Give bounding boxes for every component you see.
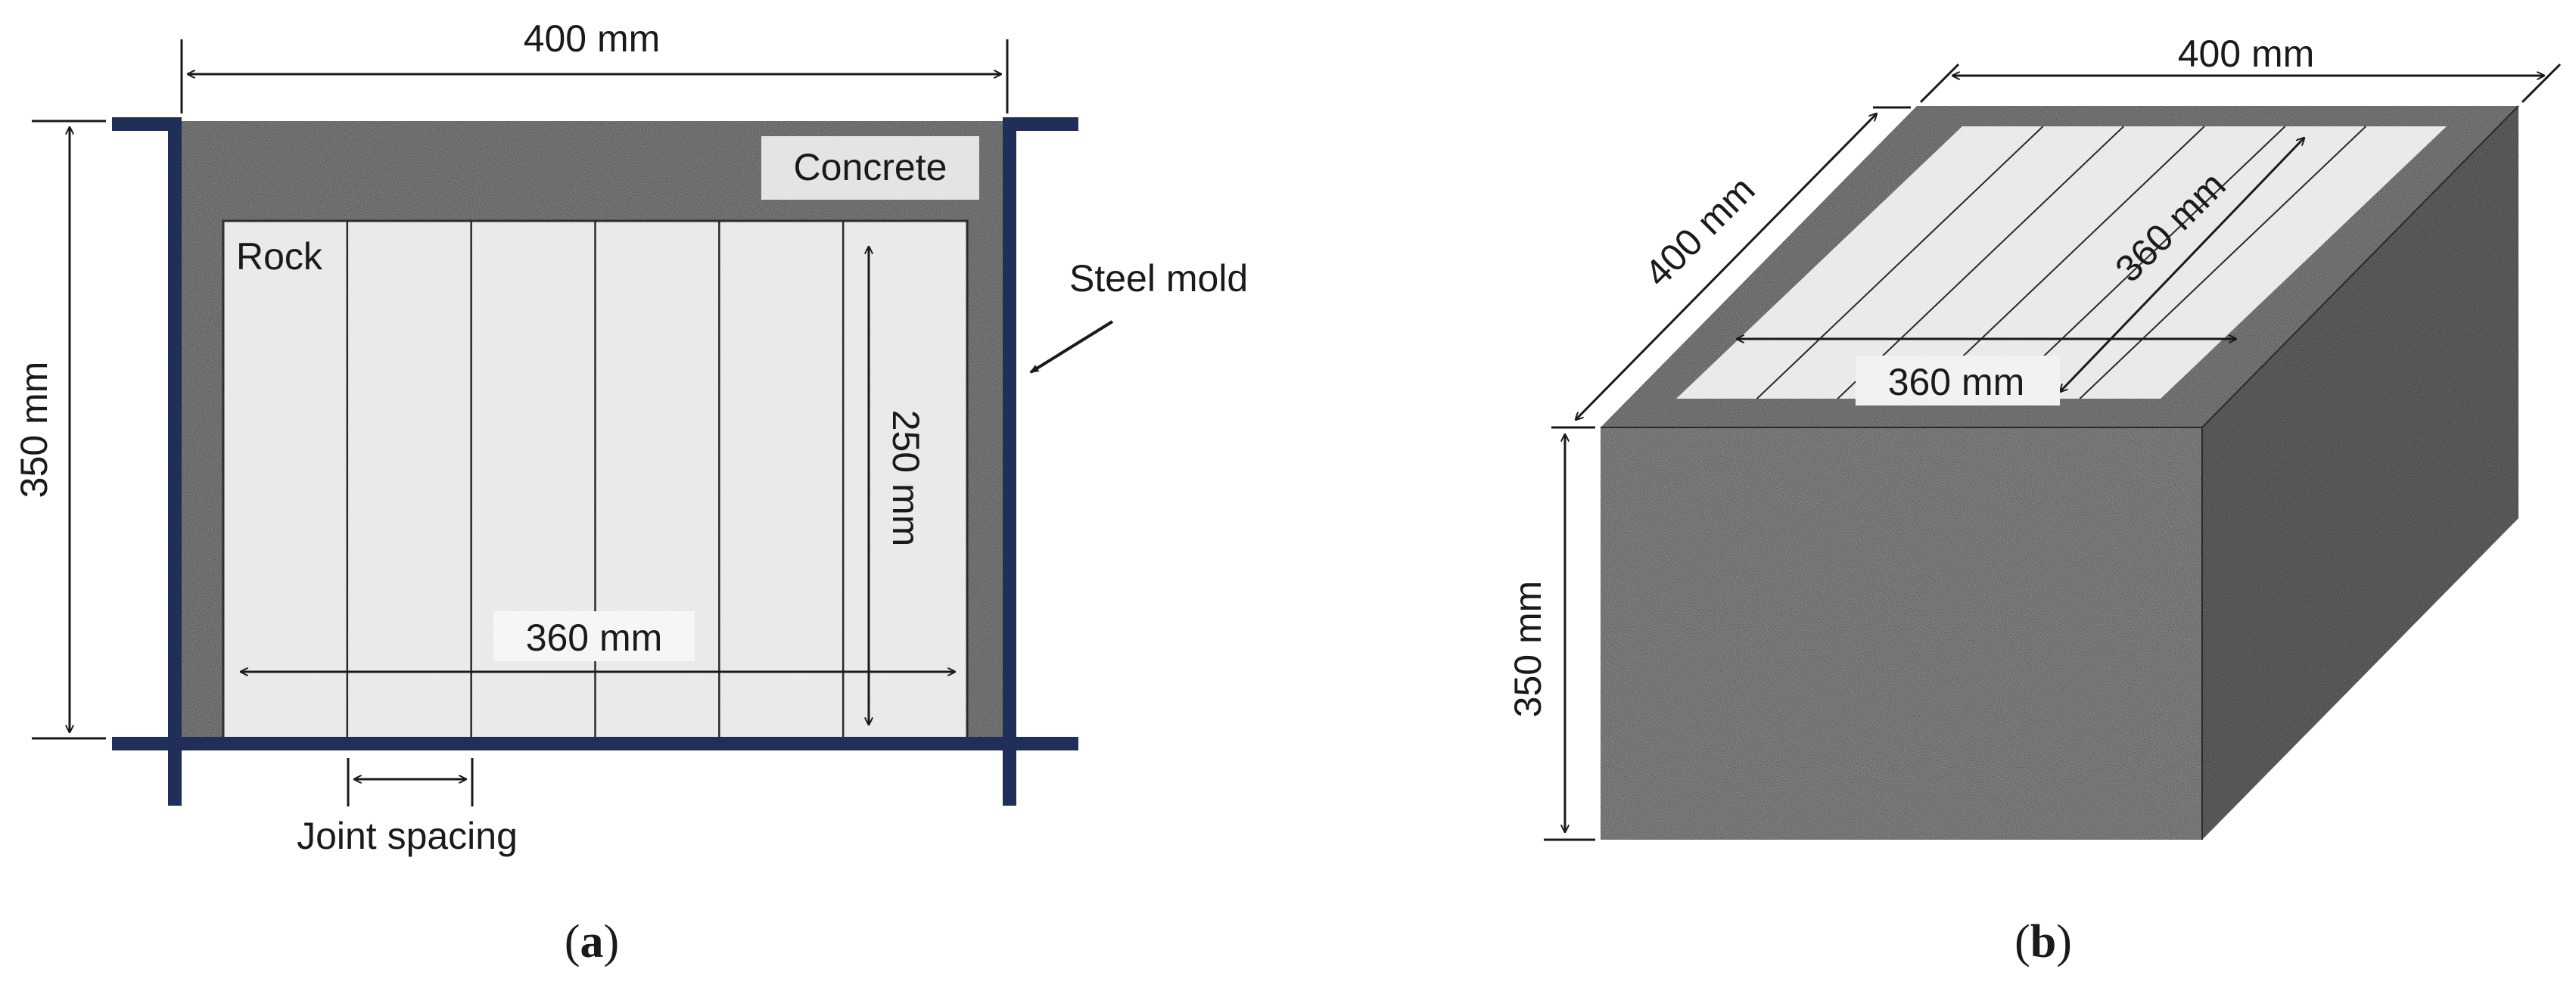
depth-dimension-arrow-b (1576, 113, 1877, 420)
steel-mold-label: Steel mold (1069, 257, 1248, 300)
joint-spacing-label: Joint spacing (297, 815, 518, 857)
caption-a: (a) (565, 916, 619, 968)
concrete-label: Concrete (794, 146, 947, 188)
mold-right-wall (1003, 117, 1016, 806)
height-label-a: 350 mm (13, 362, 55, 499)
mold-bottom-plate (112, 737, 1078, 750)
rock-label: Rock (236, 235, 323, 278)
caption-b: (b) (2014, 916, 2072, 968)
width-label-a: 400 mm (524, 17, 661, 60)
caption-a-letter: a (580, 916, 604, 968)
height-label-b: 350 mm (1507, 581, 1549, 718)
caption-b-letter: b (2030, 916, 2056, 968)
block-front-texture (1601, 427, 2202, 840)
rock-height-label: 250 mm (885, 410, 927, 547)
mold-top-right-flange (1003, 117, 1078, 131)
width-extension-b-right (2521, 63, 2562, 104)
mold-left-wall (168, 117, 182, 806)
rock-width-label-box-b (1856, 356, 2060, 405)
rock-width-label-b: 360 mm (1888, 361, 2025, 403)
caption-b-open: ( (2014, 916, 2030, 968)
steel-mold-pointer (1029, 320, 1114, 374)
depth-label-b: 400 mm (1636, 168, 1762, 294)
block-side-texture (2202, 106, 2518, 840)
block-edges (1601, 105, 2519, 840)
concrete-label-box (761, 136, 979, 200)
steel-mold (112, 117, 1078, 806)
rock-depth-arrow-b (2060, 138, 2304, 392)
panel-b: 400 mm 400 mm 350 mm 360 mm 360 mm (b) (1507, 33, 2562, 968)
width-extension-b-left (1919, 63, 1960, 104)
width-label-b: 400 mm (2178, 33, 2315, 75)
caption-b-close: ) (2056, 916, 2072, 968)
rock-width-label-a: 360 mm (526, 617, 663, 659)
mold-top-left-flange (112, 117, 182, 131)
panel-a: 400 mm 350 mm Concrete Rock Steel mold 2… (13, 17, 1248, 968)
caption-a-open: ( (565, 916, 580, 968)
rock-width-label-box (493, 611, 695, 661)
caption-a-close: ) (604, 916, 620, 968)
